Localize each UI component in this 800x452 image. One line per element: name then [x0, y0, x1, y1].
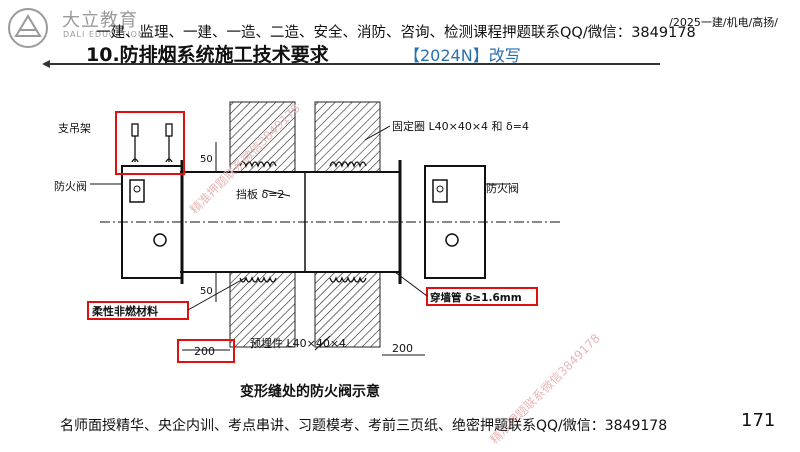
fire-damper-left — [121, 160, 184, 284]
wall-left — [229, 101, 296, 348]
fire-damper-right — [398, 160, 486, 284]
flexible-highlight-box — [87, 301, 189, 320]
label-damper-right: 防火阀 — [486, 181, 519, 195]
course-tag: /2025一建/机电/高扬/ — [669, 16, 778, 29]
dimension-lines — [182, 142, 425, 356]
sleeve-highlight-box — [426, 287, 538, 306]
label-sleeve: 穿墙管 δ≥1.6mm — [430, 291, 522, 304]
fire-damper-diagram: 支吊架 防火阀 防火阀 固定圈 L40×40×4 和 δ=4 挡板 δ=2 柔性… — [54, 101, 560, 363]
label-flexible: 柔性非燃材料 — [91, 304, 158, 318]
wall-right — [314, 101, 381, 348]
logo-subtext: DALI EDUCATION — [63, 30, 145, 39]
label-embedded: 预埋件 L40×40×4 — [250, 337, 346, 350]
dim-200-right: 200 — [392, 342, 413, 355]
dim-200-left: 200 — [194, 345, 215, 358]
title-underline — [42, 60, 660, 68]
label-damper-left: 防火阀 — [54, 179, 87, 193]
dim-50-top: 50 — [200, 154, 213, 165]
dim-200-highlight-box — [177, 339, 235, 363]
slide-title: 10.防排烟系统施工技术要求 — [86, 44, 329, 66]
dali-logo-icon — [8, 8, 48, 48]
diagram-caption: 变形缝处的防火阀示意 — [240, 384, 380, 400]
flexible-material-coils — [239, 161, 367, 283]
top-banner: 一建、监理、一建、一造、二造、安全、消防、咨询、检测课程押题联系QQ/微信：38… — [96, 25, 696, 41]
label-hanger: 支吊架 — [58, 122, 91, 135]
logo-text: 大立教育 — [62, 10, 138, 31]
label-baffle: 挡板 δ=2 — [236, 187, 284, 201]
duct-body — [100, 171, 560, 273]
hanger-support — [131, 123, 173, 163]
title-note: 【2024N】改写 — [404, 46, 521, 65]
page-number: 171 — [741, 410, 776, 431]
hanger-highlight-box — [115, 111, 185, 175]
label-fixed-ring: 固定圈 L40×40×4 和 δ=4 — [392, 119, 529, 133]
footer-text: 名师面授精华、央企内训、考点串讲、习题模考、考前三页纸、绝密押题联系QQ/微信：… — [60, 418, 668, 434]
dim-50-bottom: 50 — [200, 286, 213, 297]
